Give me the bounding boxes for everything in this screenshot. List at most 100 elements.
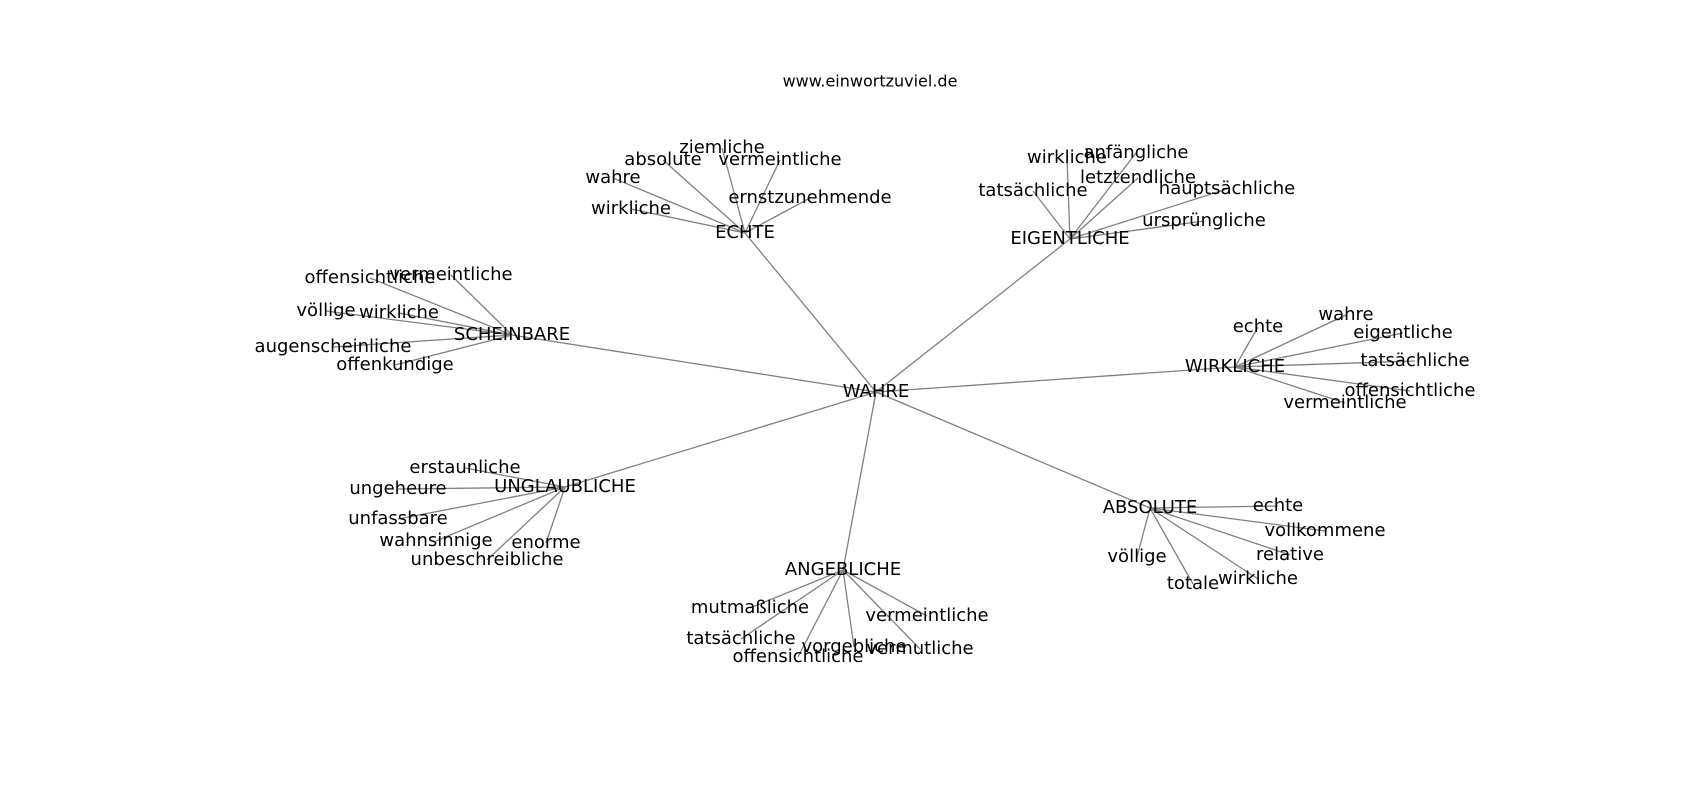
edge-wirkliche-leaf — [1234, 366, 1346, 404]
leaf-node: hauptsächliche — [1159, 178, 1295, 199]
edge-root-angebliche — [842, 391, 877, 571]
edge-angebliche-leaf — [749, 569, 844, 609]
edge-wirkliche-leaf — [1234, 314, 1347, 368]
leaf-node: letztendliche — [1080, 167, 1196, 188]
leaf-node: völlige — [296, 300, 355, 321]
leaf-node: augenscheinliche — [255, 336, 412, 357]
leaf-node: wirkliche — [591, 198, 671, 219]
edge-angebliche-leaf — [842, 569, 855, 648]
leaf-node: ernstzunehmende — [728, 187, 891, 208]
leaf-node: mutmaßliche — [691, 597, 809, 618]
edge-root-wirkliche — [875, 366, 1236, 393]
edge-absolute-leaf — [1149, 505, 1279, 509]
edge-echte-leaf — [630, 208, 746, 234]
edge-root-unglaubliche — [564, 391, 877, 488]
edge-angebliche-leaf — [842, 569, 928, 617]
leaf-node: ursprüngliche — [1142, 210, 1266, 231]
hub-node-angebliche: ANGEBLICHE — [785, 559, 901, 580]
leaf-node: anfängliche — [1083, 142, 1188, 163]
leaf-node: eigentliche — [1353, 322, 1452, 343]
edge-scheinbare-leaf — [325, 310, 513, 336]
leaf-node: ungeheure — [349, 478, 446, 499]
edge-eigentliche-leaf — [1032, 190, 1071, 240]
leaf-node: wirkliche — [359, 302, 439, 323]
edge-echte-leaf — [744, 197, 811, 234]
edge-angebliche-leaf — [740, 569, 844, 640]
leaf-node: unfassbare — [348, 508, 447, 529]
leaf-node: tatsächliche — [978, 180, 1087, 201]
root-node: WAHRE — [843, 381, 910, 402]
edge-angebliche-leaf — [797, 569, 844, 658]
edge-unglaubliche-leaf — [397, 486, 566, 490]
leaf-node: wirkliche — [1027, 147, 1107, 168]
edge-scheinbare-leaf — [398, 312, 513, 336]
leaf-node: absolute — [624, 149, 701, 170]
edge-eigentliche-leaf — [1066, 157, 1071, 240]
leaf-node: offensichtliche — [732, 646, 863, 667]
leaf-node: echte — [1233, 316, 1284, 337]
leaf-node: vermeintliche — [389, 264, 512, 285]
edge-eigentliche-leaf — [1069, 220, 1205, 240]
edge-root-scheinbare — [511, 334, 877, 393]
edge-unglaubliche-leaf — [464, 467, 566, 488]
edge-wirkliche-leaf — [1234, 366, 1411, 392]
leaf-node: enorme — [511, 532, 580, 553]
leaf-node: offenkundige — [336, 354, 454, 375]
edge-absolute-leaf — [1149, 507, 1291, 556]
leaf-node: offensichtliche — [304, 267, 435, 288]
edge-echte-leaf — [721, 147, 746, 234]
leaf-node: ziemliche — [679, 137, 764, 158]
edge-echte-leaf — [662, 159, 746, 234]
leaf-node: tatsächliche — [686, 628, 795, 649]
edge-angebliche-leaf — [842, 569, 921, 650]
edge-scheinbare-leaf — [394, 334, 513, 366]
edge-echte-leaf — [612, 177, 746, 234]
leaf-node: unbeschreibliche — [411, 549, 564, 570]
leaf-node: offensichtliche — [1344, 380, 1475, 401]
leaf-node: vollkommene — [1264, 520, 1385, 541]
leaf-node: tatsächliche — [1360, 350, 1469, 371]
leaf-node: vermeintliche — [865, 605, 988, 626]
edge-scheinbare-leaf — [450, 274, 513, 336]
leaf-node: vermeintliche — [1283, 392, 1406, 413]
edge-unglaubliche-leaf — [397, 486, 566, 520]
leaf-node: echte — [1253, 495, 1304, 516]
leaf-node: totale — [1167, 573, 1219, 594]
edge-eigentliche-leaf — [1069, 188, 1228, 240]
hub-node-scheinbare: SCHEINBARE — [454, 324, 570, 345]
edge-root-echte — [744, 232, 877, 393]
edge-wirkliche-leaf — [1234, 360, 1416, 368]
edge-absolute-leaf — [1136, 507, 1151, 558]
leaf-node: vermeintliche — [718, 149, 841, 170]
leaf-node: wahre — [585, 167, 640, 188]
edge-root-eigentliche — [875, 238, 1071, 393]
edge-absolute-leaf — [1149, 507, 1194, 585]
hub-node-wirkliche: WIRKLICHE — [1185, 356, 1285, 377]
hub-node-echte: ECHTE — [715, 222, 775, 243]
leaf-node: wahre — [1318, 304, 1373, 325]
edge-eigentliche-leaf — [1069, 177, 1139, 240]
edge-layer — [325, 147, 1416, 658]
hub-node-eigentliche: EIGENTLICHE — [1010, 228, 1129, 249]
edge-scheinbare-leaf — [332, 334, 513, 348]
leaf-node: vorgebliche — [801, 636, 906, 657]
edge-absolute-leaf — [1149, 507, 1259, 580]
leaf-node: erstaunliche — [409, 457, 520, 478]
edge-eigentliche-leaf — [1069, 152, 1137, 240]
edge-scheinbare-leaf — [369, 277, 513, 336]
leaf-node: vermutliche — [866, 638, 973, 659]
edge-absolute-leaf — [1149, 507, 1326, 532]
hub-node-unglaubliche: UNGLAUBLICHE — [494, 476, 636, 497]
edge-wirkliche-leaf — [1234, 326, 1259, 368]
edge-unglaubliche-leaf — [435, 486, 566, 542]
hub-node-absolute: ABSOLUTE — [1103, 497, 1198, 518]
edge-wirkliche-leaf — [1234, 332, 1404, 368]
edge-unglaubliche-leaf — [545, 486, 566, 544]
leaf-node: völlige — [1107, 546, 1166, 567]
leaf-node: wirkliche — [1218, 568, 1298, 589]
site-url: www.einwortzuviel.de — [783, 72, 958, 91]
leaf-node: relative — [1256, 544, 1324, 565]
edge-echte-leaf — [744, 159, 781, 234]
